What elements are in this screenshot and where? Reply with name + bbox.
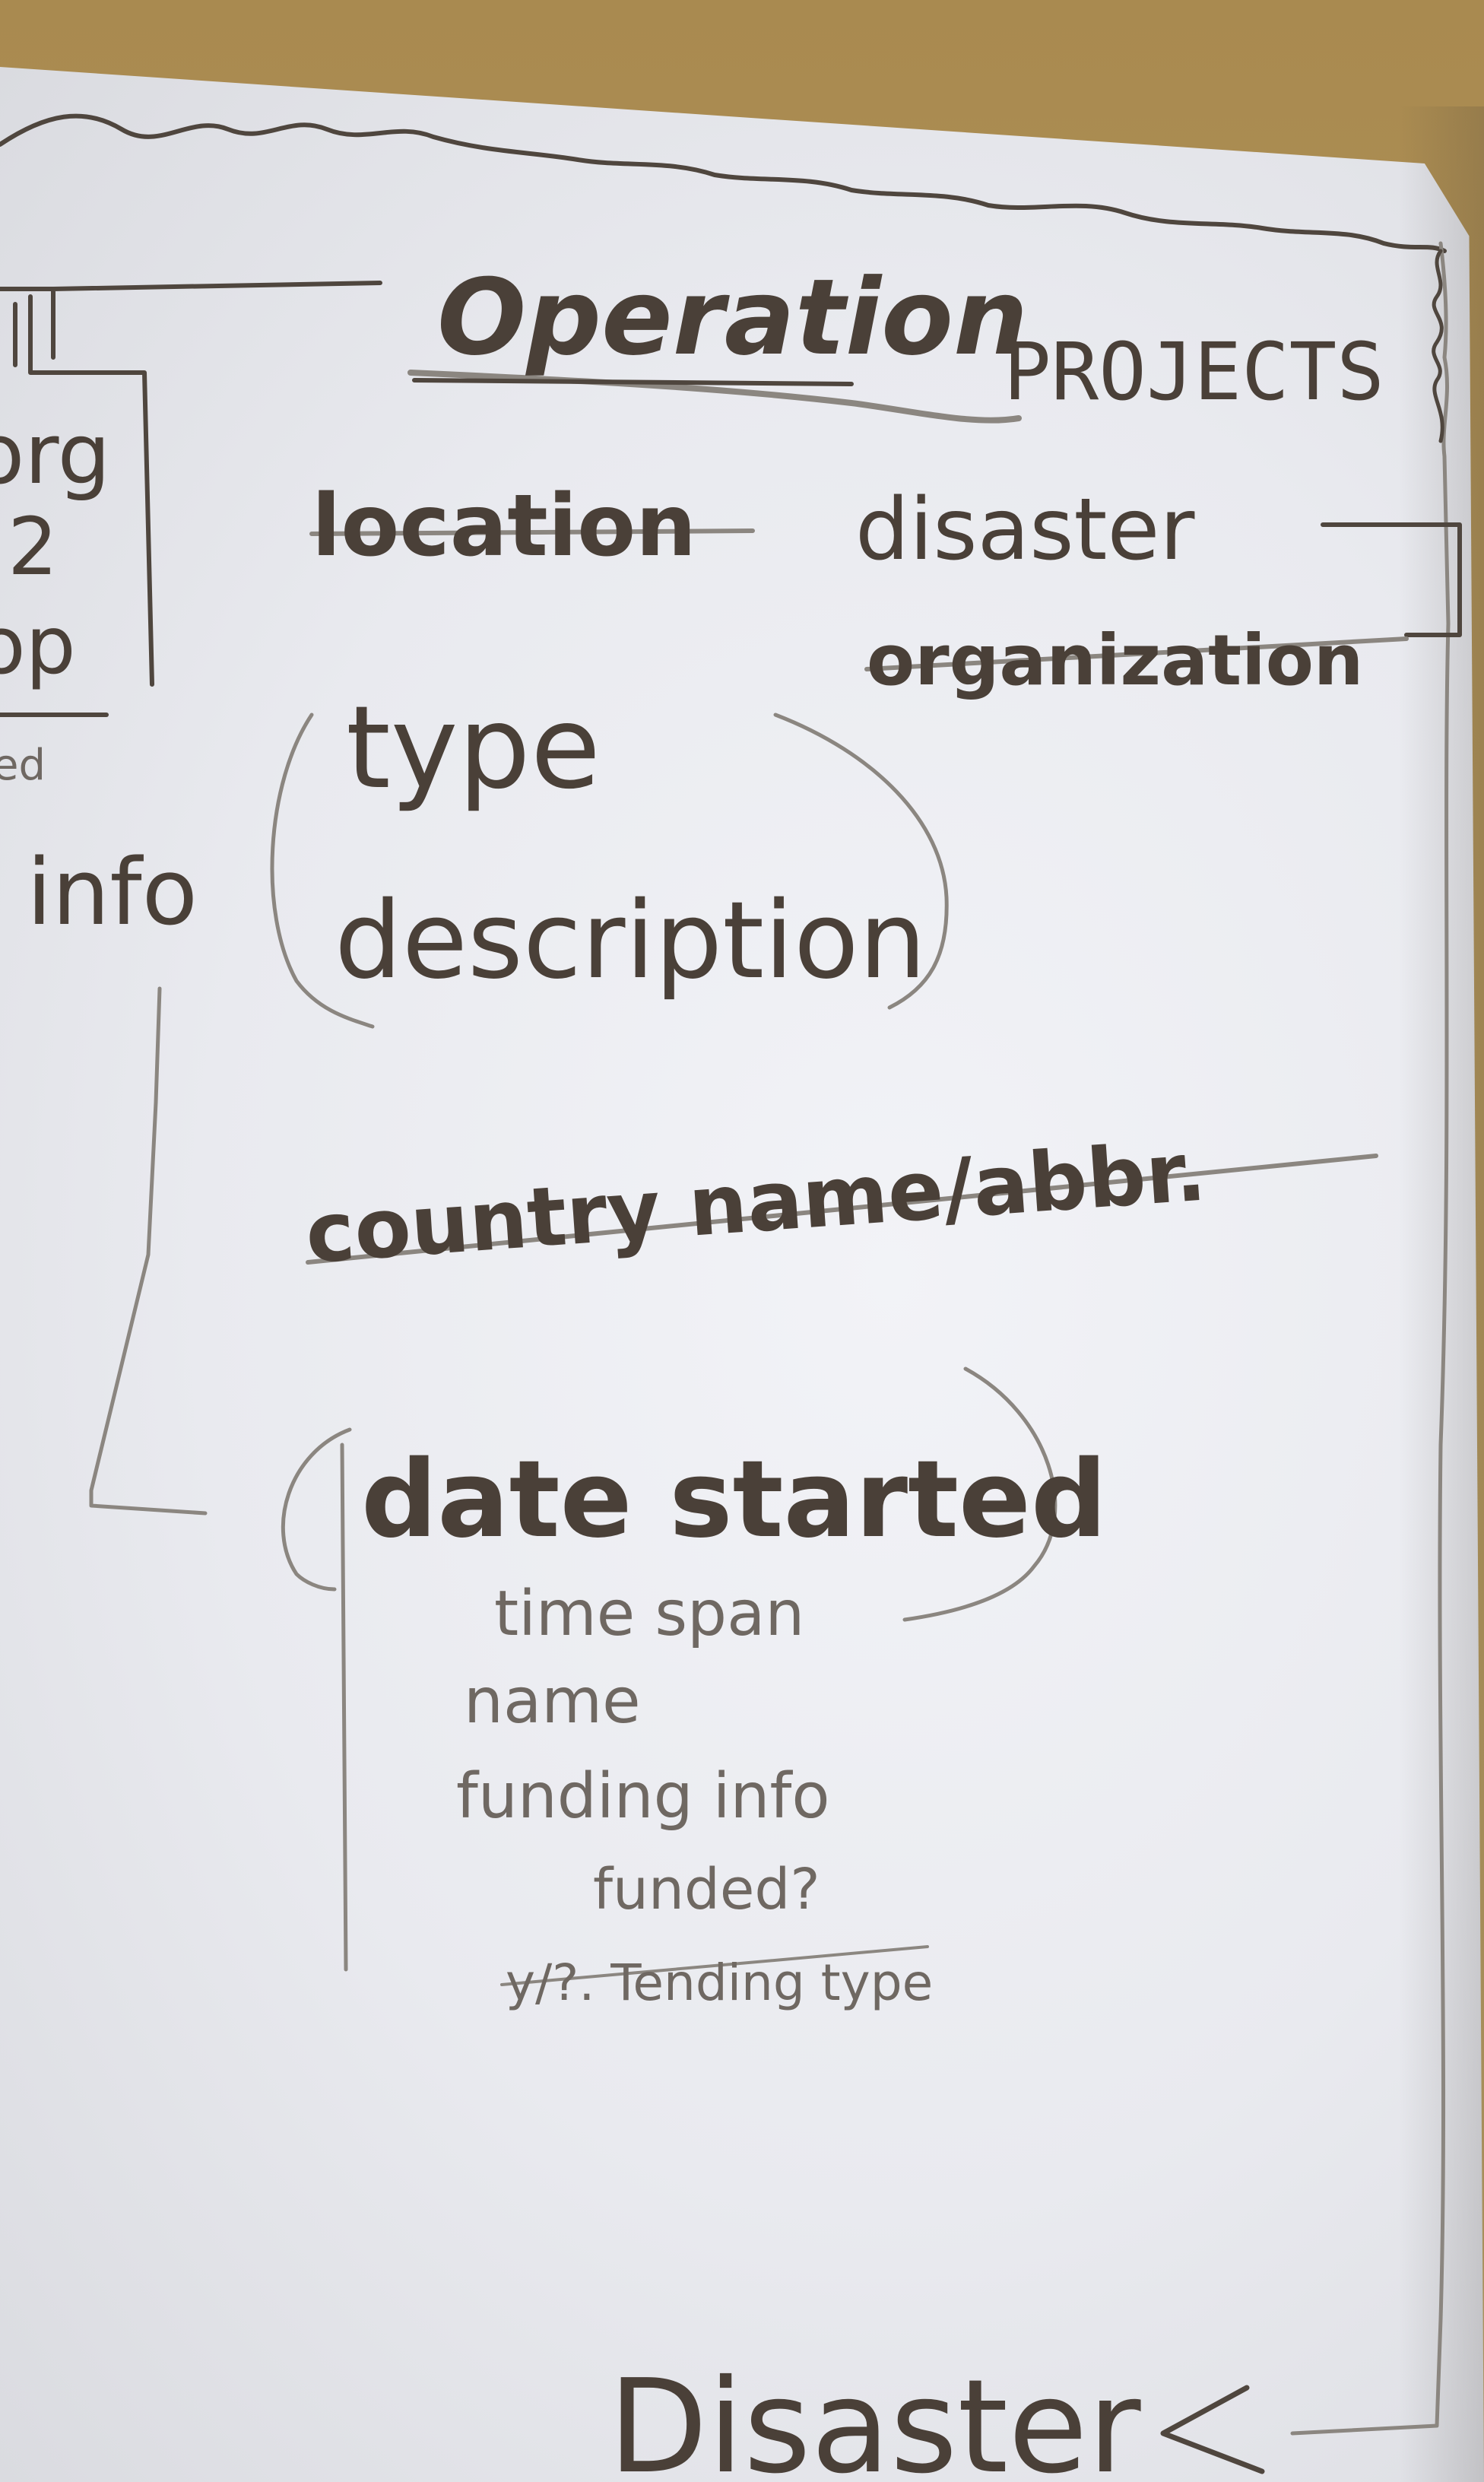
date-started-label: date started — [361, 1438, 1107, 1562]
top-wavy-line — [0, 113, 1447, 253]
country-strike — [306, 1154, 1378, 1265]
left-margin-org: org — [0, 405, 110, 503]
funding-info-label: funding info — [456, 1760, 830, 1833]
time-span-label: time span — [494, 1578, 804, 1650]
left-margin-op: op — [0, 599, 76, 692]
title-underline — [412, 378, 854, 386]
left-box — [13, 294, 154, 687]
title-pencil-underline — [407, 370, 1022, 424]
name-label: name — [464, 1665, 641, 1738]
date-group-close-paren — [902, 1366, 1058, 1622]
description-label: description — [335, 879, 926, 1003]
type-group-close-paren — [773, 713, 949, 1010]
left-top-bracket — [0, 281, 382, 360]
type-group-open-paren — [270, 713, 375, 1029]
left-margin-2: 2 — [8, 500, 58, 593]
paper-edge-shadow — [1399, 106, 1484, 2482]
funding-type-strike — [500, 1945, 929, 1986]
info-bracket — [89, 986, 208, 1516]
title-operation: Operation — [437, 256, 1028, 379]
projects-heading: PROJECTS — [1004, 325, 1384, 418]
left-margin-ed: ed — [0, 741, 46, 790]
left-margin-info: info — [27, 840, 198, 946]
right-border-line — [1290, 241, 1451, 2436]
location-label: location — [312, 477, 696, 576]
organization-label: organization — [867, 620, 1363, 701]
date-group-open-paren — [281, 1427, 352, 1972]
funded-label: funded? — [593, 1857, 820, 1922]
right-border-squiggle — [1432, 249, 1444, 443]
bottom-disaster-label: Disaster — [608, 2352, 1141, 2482]
country-label: country name/abbr. — [303, 1124, 1209, 1281]
disaster-label: disaster — [855, 481, 1195, 579]
organization-strike — [864, 636, 1409, 671]
location-strike — [309, 528, 755, 536]
paper-sheet — [0, 67, 1484, 2482]
type-label: type — [346, 682, 601, 814]
funding-type-label: y/?. Tending type — [506, 1954, 933, 2012]
bottom-arrow-head — [1160, 2385, 1265, 2474]
disaster-connector-bracket — [1321, 522, 1462, 637]
